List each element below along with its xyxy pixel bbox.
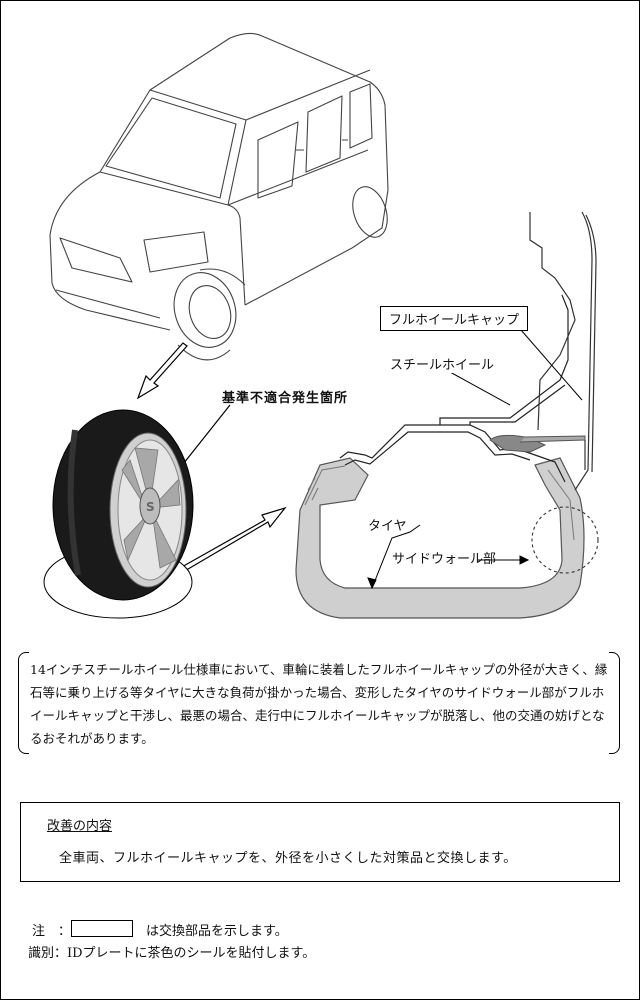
description-text: 14インチスチールホイール仕様車において、車輪に装着したフルホイールキャップの外… <box>30 662 608 746</box>
svg-text:S: S <box>146 500 155 514</box>
identification-note: 識別：IDプレートに茶色のシールを貼付します。 <box>28 946 316 961</box>
sidewall-label: サイドウォール部 <box>392 552 497 567</box>
tire-label: タイヤ <box>368 519 407 534</box>
wheel-cross-section <box>295 457 585 619</box>
full-wheel-cap-label: フルホイールキャップ <box>380 306 529 331</box>
description-panel: 14インチスチールホイール仕様車において、車輪に装着したフルホイールキャップの外… <box>18 652 620 754</box>
label-leaders <box>367 329 583 590</box>
recall-diagram: S <box>43 32 599 619</box>
interference-highlight <box>531 506 599 574</box>
replacement-part-swatch <box>71 920 133 937</box>
improvement-title: 改善の内容 <box>47 819 113 834</box>
vehicle-illustration <box>49 32 389 361</box>
steel-wheel-label: スチールホイール <box>390 354 495 373</box>
improvement-box: 改善の内容 全車両、フルホイールキャップを、外径を小さくした対策品と交換します。 <box>20 802 620 882</box>
note-label: 注 ： <box>32 924 72 939</box>
note-text: は交換部品を示します。 <box>146 924 288 939</box>
left-bracket <box>18 652 29 754</box>
body-panel-profile <box>529 211 597 491</box>
wheel-cap-profile <box>489 434 586 453</box>
improvement-body: 全車両、フルホイールキャップを、外径を小さくした対策品と交換します。 <box>59 851 517 866</box>
callout-arrows <box>136 342 287 573</box>
steel-wheel-profile <box>339 294 569 483</box>
tire-illustration: S <box>43 409 194 619</box>
hazard-location-label: 基準不適合発生箇所 <box>222 391 349 406</box>
right-bracket <box>609 652 620 754</box>
